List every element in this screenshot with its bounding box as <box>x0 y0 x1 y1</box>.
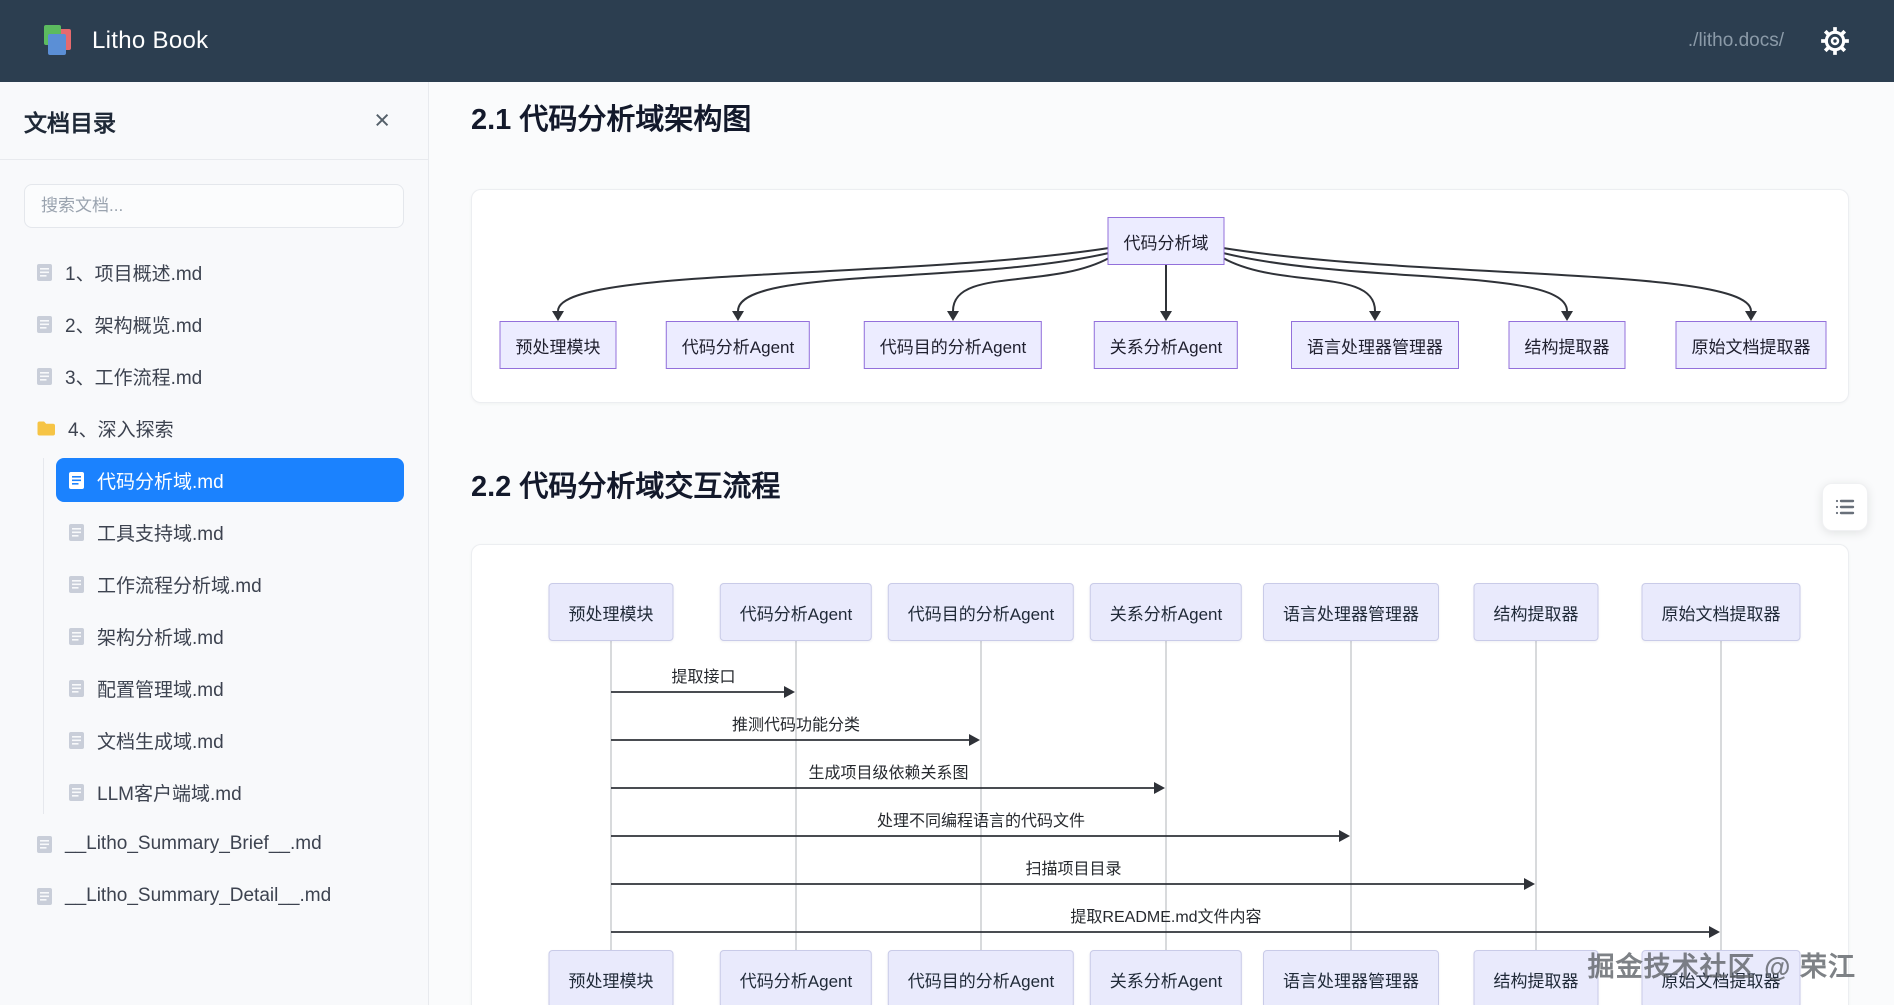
toc-floating-button[interactable] <box>1822 483 1868 531</box>
sequence-participant: 预处理模块 <box>548 950 674 1005</box>
sidebar-item-doc[interactable]: 配置管理域.md <box>56 666 404 710</box>
sidebar-item-label: 工作流程分析域.md <box>97 575 262 597</box>
flowchart-child-node: 代码分析Agent <box>665 321 811 369</box>
watermark: 掘金技术社区 @ 荣江 <box>1587 952 1856 982</box>
sequence-wires <box>610 641 1722 950</box>
sidebar-item-label: 1、项目概述.md <box>65 263 203 285</box>
architecture-diagram: 代码分析域预处理模块代码分析Agent 代码目的分析Agent 关系分析Agent 语… <box>472 190 1848 402</box>
search-input[interactable] <box>24 184 404 228</box>
doc-icon <box>36 835 53 854</box>
sequence-participant: 代码分析Agent <box>719 583 873 641</box>
sidebar-item-doc[interactable]: 工作流程分析域.md <box>56 562 404 606</box>
sidebar: 文档目录 × 1、项目概述.md 2、架构概览.md 3、工作流程.md 4、深入探索… <box>0 82 429 1005</box>
sequence-participant: 预处理模块 <box>548 583 674 641</box>
doc-icon <box>68 731 85 750</box>
doc-icon <box>36 263 53 282</box>
sidebar-item-label: 工具支持域.md <box>97 523 224 545</box>
list-icon <box>1835 499 1855 515</box>
sequence-message-label: 推测代码功能分类 <box>731 717 861 734</box>
sidebar-item-label: 架构分析域.md <box>97 627 224 649</box>
sidebar-item-label: __Litho_Summary_Detail__.md <box>65 885 332 906</box>
folder-children: 代码分析域.md 工具支持域.md 工作流程分析域.md 架构分析域.md 配置管理域.… <box>43 458 404 814</box>
sequence-participant: 代码目的分析Agent <box>887 950 1075 1005</box>
flowchart-edges <box>552 247 1757 321</box>
sequence-diagram-card: 提取接口推测代码功能分类生成项目级依赖关系图处理不同编程语言的代码文件扫描项目目… <box>471 544 1849 1005</box>
sidebar-item-doc[interactable]: 工具支持域.md <box>56 510 404 554</box>
sequence-participant: 语言处理器管理器 <box>1263 583 1439 641</box>
sidebar-item-doc[interactable]: __Litho_Summary_Detail__.md <box>24 874 404 918</box>
doc-icon <box>68 471 85 490</box>
flowchart-child-node: 语言处理器管理器 <box>1291 321 1459 369</box>
doc-icon <box>36 367 53 386</box>
repo-path: ./litho.docs/ <box>1687 30 1784 51</box>
doc-icon <box>68 575 85 594</box>
sequence-participant: 原始文档提取器 <box>1641 950 1801 1005</box>
section-heading-architecture: 2.1 代码分析域架构图 <box>471 104 752 136</box>
sidebar-header: 文档目录 × <box>0 82 428 160</box>
sidebar-item-doc[interactable]: 3、工作流程.md <box>24 354 404 398</box>
sequence-participant: 关系分析Agent <box>1089 583 1243 641</box>
sidebar-item-label: LLM客户端域.md <box>97 783 242 805</box>
flowchart-root-node: 代码分析域 <box>1107 217 1225 265</box>
sequence-participant: 结构提取器 <box>1473 950 1599 1005</box>
folder-icon <box>36 420 56 437</box>
sequence-participant: 原始文档提取器 <box>1641 583 1801 641</box>
app-logo-books-icon <box>42 24 78 58</box>
sidebar-item-doc[interactable]: 1、项目概述.md <box>24 250 404 294</box>
sequence-message-label: 扫描项目目录 <box>1025 861 1122 878</box>
sidebar-item-label: 2、架构概览.md <box>65 315 203 337</box>
sequence-participant: 代码目的分析Agent <box>887 583 1075 641</box>
sidebar-item-doc[interactable]: 架构分析域.md <box>56 614 404 658</box>
doc-icon <box>68 523 85 542</box>
sidebar-item-label: 4、深入探索 <box>68 419 174 441</box>
sequence-participant: 代码分析Agent <box>719 950 873 1005</box>
sidebar-item-label: __Litho_Summary_Brief__.md <box>65 833 322 854</box>
architecture-diagram-card: 代码分析域预处理模块代码分析Agent 代码目的分析Agent 关系分析Agent 语… <box>471 189 1849 403</box>
sidebar-item-label: 代码分析域.md <box>97 471 224 493</box>
sidebar-item-label: 文档生成域.md <box>97 731 224 753</box>
sidebar-item-doc[interactable]: 2、架构概览.md <box>24 302 404 346</box>
settings-gear-icon[interactable] <box>1818 24 1852 58</box>
doc-icon <box>68 783 85 802</box>
close-icon[interactable]: × <box>374 105 390 135</box>
doc-list: 1、项目概述.md 2、架构概览.md 3、工作流程.md 4、深入探索代码分析域.m… <box>24 250 404 918</box>
sidebar-title: 文档目录 <box>24 109 116 136</box>
sidebar-item-label: 配置管理域.md <box>97 679 224 701</box>
flowchart-child-node: 关系分析Agent <box>1093 321 1239 369</box>
sidebar-item-label: 3、工作流程.md <box>65 367 203 389</box>
sequence-message-label: 生成项目级依赖关系图 <box>808 765 969 782</box>
sequence-participant: 结构提取器 <box>1473 583 1599 641</box>
flowchart-child-node: 结构提取器 <box>1508 321 1626 369</box>
sequence-message-label: 提取接口 <box>671 669 736 686</box>
sequence-participant: 语言处理器管理器 <box>1263 950 1439 1005</box>
doc-icon <box>36 315 53 334</box>
top-navbar: Litho Book ./litho.docs/ <box>0 0 1894 82</box>
sequence-participant: 关系分析Agent <box>1089 950 1243 1005</box>
flowchart-child-node: 预处理模块 <box>499 321 617 369</box>
sidebar-item-doc[interactable]: 文档生成域.md <box>56 718 404 762</box>
sidebar-item-doc[interactable]: 代码分析域.md <box>56 458 404 502</box>
flowchart-child-node: 原始文档提取器 <box>1675 321 1827 369</box>
app-title: Litho Book <box>92 27 209 54</box>
sequence-message-label: 提取README.md文件内容 <box>1070 909 1262 926</box>
sidebar-item-doc[interactable]: __Litho_Summary_Brief__.md <box>24 822 404 866</box>
doc-icon <box>36 887 53 906</box>
section-heading-sequence: 2.2 代码分析域交互流程 <box>471 471 781 503</box>
doc-icon <box>68 627 85 646</box>
sequence-message-label: 处理不同编程语言的代码文件 <box>876 813 1086 830</box>
sidebar-item-doc[interactable]: LLM客户端域.md <box>56 770 404 814</box>
doc-icon <box>68 679 85 698</box>
sidebar-item-folder[interactable]: 4、深入探索 <box>24 406 404 450</box>
flowchart-child-node: 代码目的分析Agent <box>863 321 1043 369</box>
sequence-diagram: 提取接口推测代码功能分类生成项目级依赖关系图处理不同编程语言的代码文件扫描项目目… <box>472 545 1848 1005</box>
